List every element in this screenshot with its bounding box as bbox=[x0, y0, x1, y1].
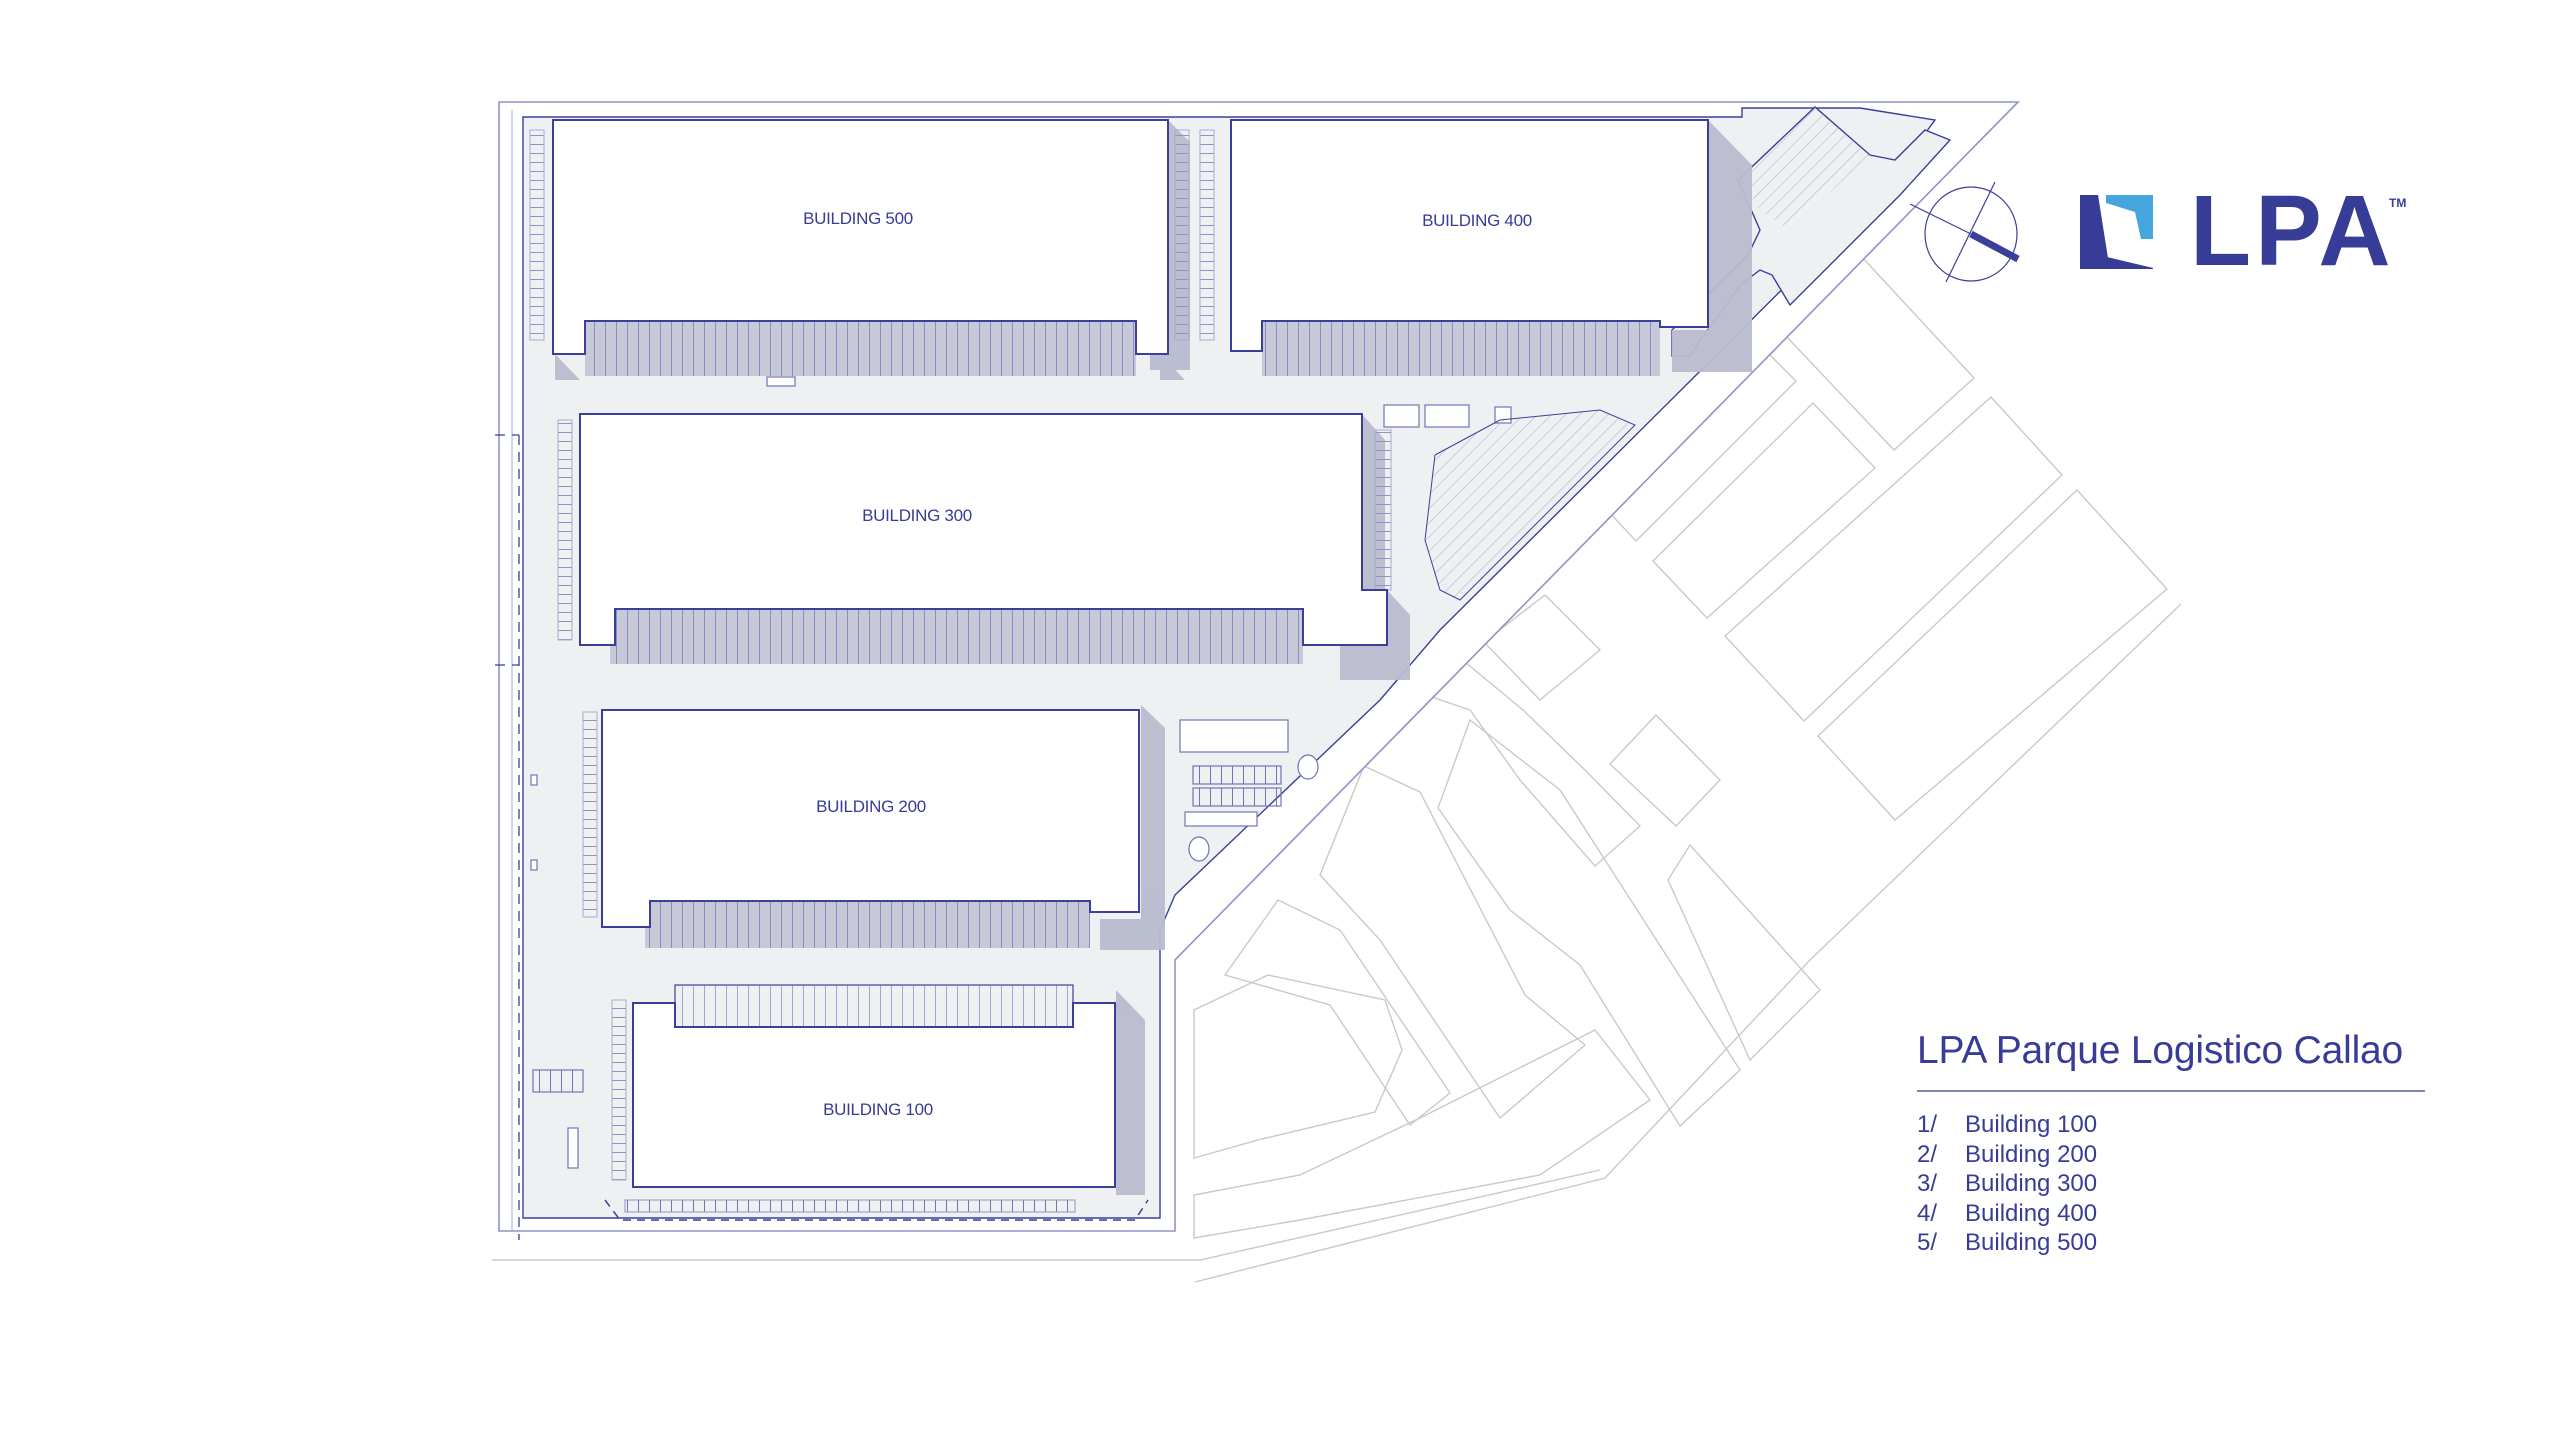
legend-item-number: 3/ bbox=[1917, 1170, 1938, 1197]
legend-item-building-300[interactable]: 3/ Building 300 bbox=[1917, 1169, 2427, 1199]
legend-item-building-200[interactable]: 2/ Building 200 bbox=[1917, 1140, 2427, 1170]
lpa-logo-mark-icon bbox=[2080, 195, 2153, 269]
legend-item-building-100[interactable]: 1/ Building 100 bbox=[1917, 1110, 2427, 1140]
legend-divider bbox=[1917, 1090, 2425, 1092]
legend-item-number: 4/ bbox=[1917, 1199, 1938, 1227]
legend-item-number: 5/ bbox=[1917, 1229, 1938, 1256]
building-500[interactable]: BUILDING 500 bbox=[552, 119, 1169, 355]
legend: LPA Parque Logistico Callao 1/ Building … bbox=[1917, 1028, 2427, 1258]
building-400-label: BUILDING 400 bbox=[1422, 211, 1532, 230]
legend-item-label: Building 400 bbox=[1965, 1199, 2098, 1227]
building-300[interactable]: BUILDING 300 bbox=[579, 413, 1388, 646]
legend-item-label: Building 100 bbox=[1965, 1111, 2098, 1138]
site-details bbox=[530, 376, 1512, 1169]
building-100-label: BUILDING 100 bbox=[823, 1100, 933, 1119]
parking-lot-east bbox=[1424, 409, 1636, 601]
trademark-symbol: TM bbox=[2389, 196, 2407, 210]
legend-item-label: Building 300 bbox=[1965, 1170, 2098, 1197]
legend-list: 1/ Building 100 2/ Building 200 3/ Build… bbox=[1917, 1110, 2427, 1258]
building-500-label: BUILDING 500 bbox=[803, 209, 913, 228]
building-200[interactable]: BUILDING 200 bbox=[601, 709, 1140, 928]
building-100[interactable]: BUILDING 100 bbox=[632, 1002, 1116, 1188]
lpa-logo: LPA TM bbox=[2080, 181, 2440, 281]
lpa-logo-wordmark: LPA bbox=[2190, 175, 2395, 287]
legend-title: LPA Parque Logistico Callao bbox=[1917, 1029, 2404, 1072]
legend-item-building-400[interactable]: 4/ Building 400 bbox=[1917, 1199, 2427, 1229]
building-400[interactable]: BUILDING 400 bbox=[1230, 119, 1709, 352]
legend-item-label: Building 500 bbox=[1965, 1229, 2098, 1256]
legend-item-number: 1/ bbox=[1917, 1111, 1938, 1138]
legend-item-label: Building 200 bbox=[1965, 1140, 2098, 1168]
north-arrow-compass-icon bbox=[1909, 181, 2020, 283]
building-200-label: BUILDING 200 bbox=[816, 797, 926, 816]
legend-item-building-500[interactable]: 5/ Building 500 bbox=[1917, 1228, 2427, 1258]
loading-docks bbox=[529, 129, 1660, 1221]
legend-item-number: 2/ bbox=[1917, 1140, 1938, 1168]
building-300-label: BUILDING 300 bbox=[862, 506, 972, 525]
neighbouring-parcels bbox=[492, 254, 2182, 1283]
